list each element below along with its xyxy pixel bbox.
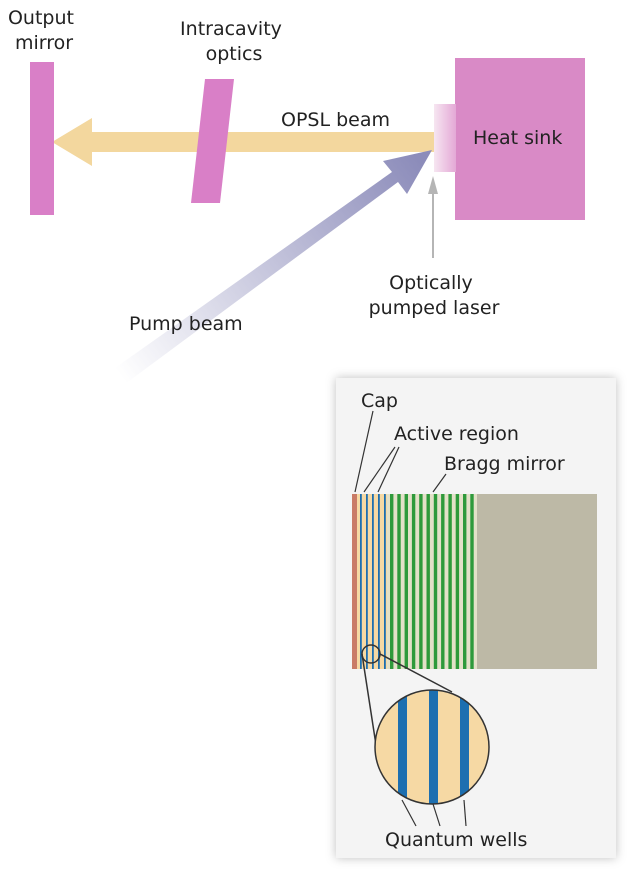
bragg-layer (455, 494, 460, 669)
quantum-well-layer (366, 494, 368, 669)
intracavity-optics-label: Intracavity optics (180, 18, 288, 65)
pointer-arrow-icon (428, 176, 438, 258)
bragg-layer (419, 494, 423, 669)
quantum-well-layer (372, 494, 374, 669)
optically-pumped-laser-chip (434, 104, 456, 172)
heat-sink-label: Heat sink (473, 127, 562, 149)
active-region-leader-line-2 (377, 446, 400, 493)
quantum-well (429, 690, 438, 804)
quantum-wells-leader-3 (463, 799, 467, 827)
output-mirror-label: Output mirror (8, 7, 80, 54)
quantum-well-layer (360, 494, 362, 669)
intracavity-optics (191, 79, 234, 203)
bragg-mirror-leader-line (432, 473, 447, 493)
magnified-circle-outline (374, 689, 490, 805)
bragg-mirror-layers (390, 494, 474, 669)
active-region-leader-line (363, 446, 396, 493)
magnify-line-right (379, 653, 453, 693)
optically-pumped-laser-label: Optically pumped laser (369, 272, 500, 319)
opsl-beam-arrow (52, 118, 438, 166)
quantum-wells-leader-2 (432, 803, 441, 827)
heat-sink (455, 58, 585, 220)
bragg-layer (404, 494, 408, 669)
cap-leader-line (354, 410, 374, 493)
bragg-layer (448, 494, 452, 669)
output-mirror (30, 62, 54, 215)
magnify-line-left (361, 653, 377, 746)
bragg-layer (470, 494, 474, 669)
bragg-layer (433, 494, 438, 669)
bragg-layer (397, 494, 401, 669)
bragg-layer (390, 494, 394, 669)
bragg-mirror-label: Bragg mirror (444, 453, 565, 475)
bragg-mirror-region (387, 494, 477, 669)
pump-beam-label: Pump beam (129, 313, 243, 335)
bragg-layer (463, 494, 467, 669)
cap-layer (352, 494, 357, 669)
quantum-well (398, 690, 407, 804)
quantum-wells-label: Quantum wells (385, 829, 527, 851)
quantum-well-layer (378, 494, 380, 669)
bragg-layer (426, 494, 430, 669)
bragg-layer (411, 494, 416, 669)
quantum-well-layer (384, 494, 386, 669)
quantum-wells-leader-1 (401, 799, 417, 827)
bragg-layer (441, 494, 445, 669)
quantum-wells-magnified (375, 690, 489, 804)
active-region-label: Active region (394, 423, 519, 445)
pump-beam-arrow (115, 150, 432, 384)
cap-label: Cap (361, 390, 398, 412)
quantum-well (460, 690, 469, 804)
active-region-quantum-wells (360, 494, 386, 669)
opsl-beam-label: OPSL beam (281, 109, 390, 131)
